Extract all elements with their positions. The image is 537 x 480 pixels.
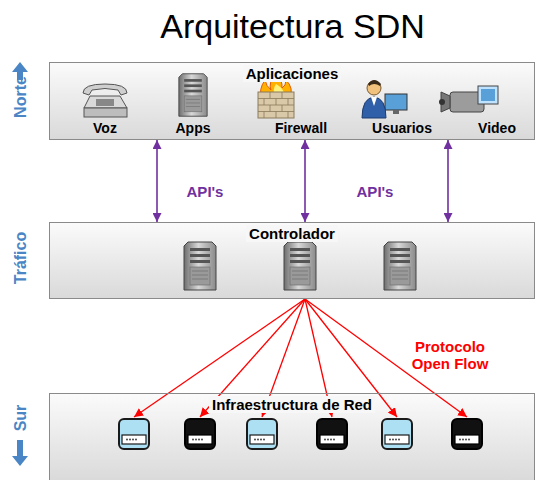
icon-label: Apps (176, 120, 211, 137)
layer-band: Infraestructura de Red (49, 393, 535, 480)
connector-arrow (156, 140, 158, 222)
protocol-label: Protocolo Open Flow (403, 338, 498, 372)
direction-label: Norte (12, 76, 29, 118)
icon-label: Firewall (275, 120, 327, 137)
layer-title: Aplicaciones (243, 65, 342, 82)
direction-label: Sur (12, 405, 29, 432)
controller-servers (184, 242, 416, 290)
layer-band: Controlador (49, 222, 535, 299)
icon-label: Video (478, 120, 516, 137)
layer-heading: Infraestructura de Red (50, 396, 534, 414)
icon-label: Voz (93, 120, 117, 137)
layer-title: Infraestructura de Red (209, 396, 375, 413)
layer-title: Controlador (246, 225, 338, 242)
connector-arrow (304, 140, 306, 222)
api-label: API's (357, 183, 394, 200)
icon-label: Usuarios (372, 120, 432, 137)
user-icon (362, 80, 407, 118)
diagram-title: Arquitectura SDN (48, 6, 537, 46)
layer-heading: Aplicaciones (50, 65, 534, 83)
api-label: API's (187, 183, 224, 200)
layer-heading: Controlador (50, 225, 534, 243)
apps-server-icon (179, 74, 207, 116)
direction-arrows (12, 62, 28, 466)
connector-arrow (447, 140, 449, 222)
phone-icon (83, 84, 127, 117)
network-devices (119, 419, 482, 449)
band-fill (49, 62, 535, 480)
video-camera-icon (439, 86, 498, 112)
direction-label: Tráfico (12, 232, 29, 284)
